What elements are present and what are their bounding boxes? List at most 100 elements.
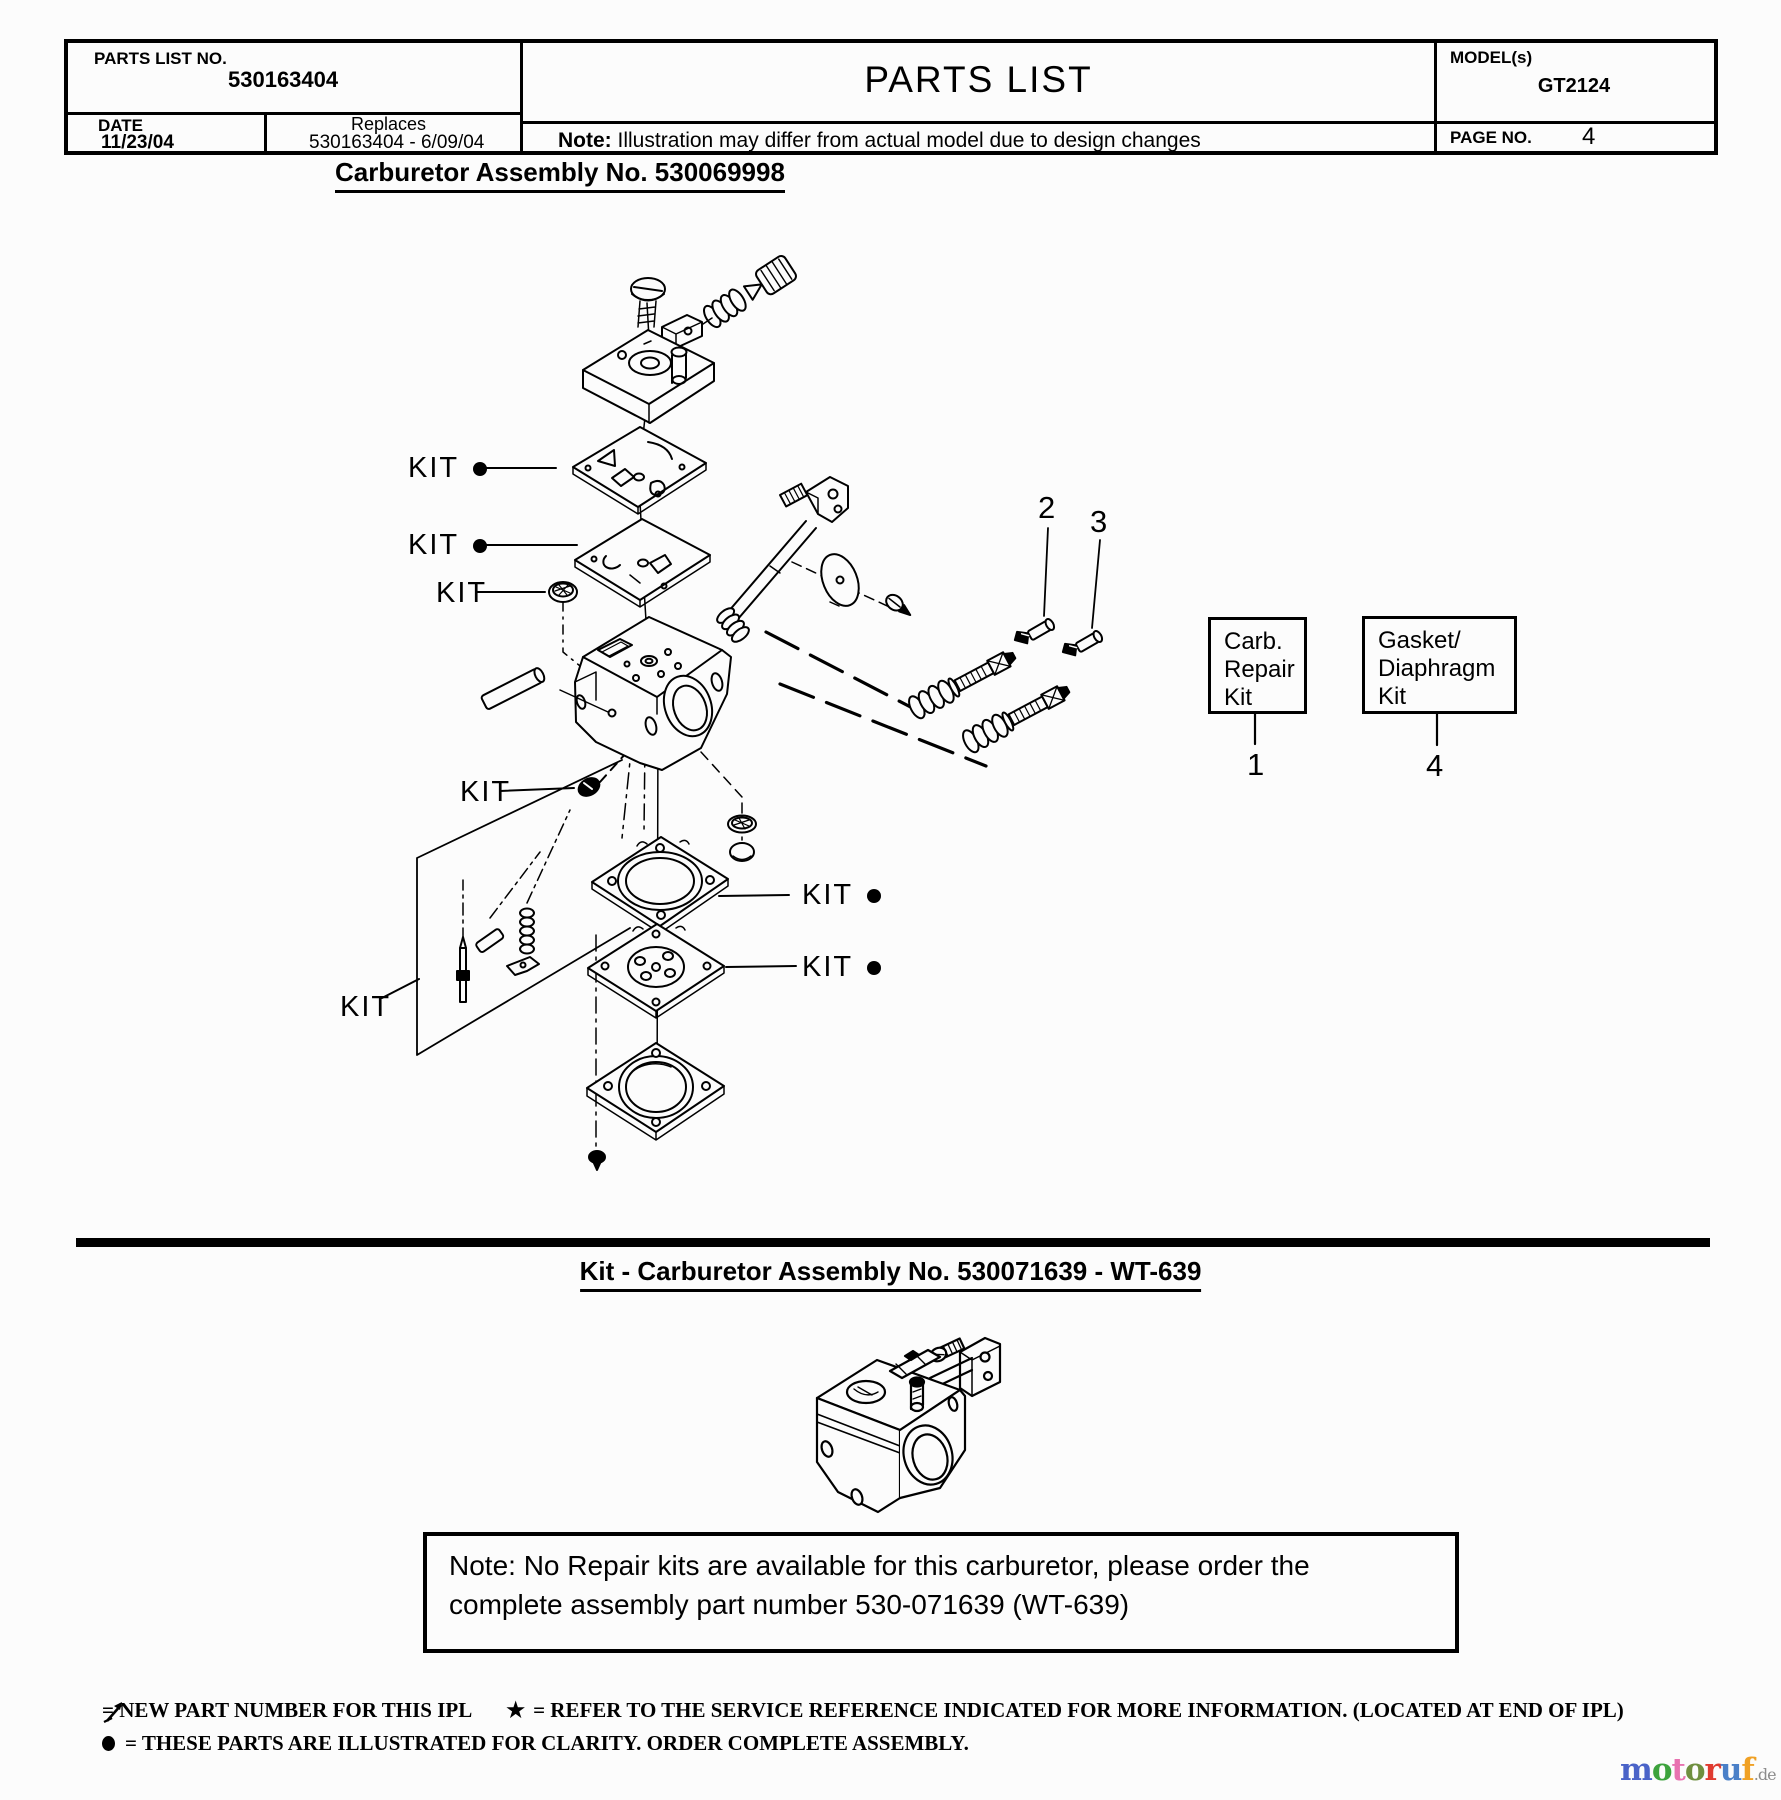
bullet-dot-icon bbox=[867, 889, 882, 903]
carburetor-exploded-diagram bbox=[381, 255, 1439, 1171]
section1-title: Carburetor Assembly No. 530069998 bbox=[335, 157, 785, 193]
watermark-letter: o bbox=[1684, 1752, 1706, 1788]
watermark-letter: u bbox=[1719, 1752, 1743, 1788]
replaces-label: Replaces bbox=[351, 114, 427, 134]
header-note: Note: Illustration may differ from actua… bbox=[558, 129, 1201, 153]
adjust-screw-1 bbox=[908, 651, 1017, 720]
gasket-kit-line1: Gasket/ bbox=[1378, 627, 1461, 654]
legend-new-part-text: = NEW PART NUMBER FOR THIS IPL bbox=[102, 1698, 473, 1722]
assembled-carburetor-illustration bbox=[815, 1336, 1002, 1514]
page-no-value: 4 bbox=[1582, 123, 1596, 150]
nozzle-part-2 bbox=[1013, 618, 1056, 645]
kit-label-7: KIT bbox=[802, 951, 882, 984]
leader-right-2 bbox=[778, 682, 988, 768]
adjust-screw-2 bbox=[962, 685, 1071, 754]
bottom-screw bbox=[588, 1150, 606, 1171]
section-divider-rule bbox=[76, 1238, 1710, 1247]
gasket-diaphragm-kit-box: Gasket/ Diaphragm Kit bbox=[1362, 616, 1517, 714]
diaphragm-plate bbox=[591, 836, 729, 934]
page-title: PARTS LIST bbox=[864, 59, 1093, 100]
watermark-letter: r bbox=[1704, 1752, 1721, 1788]
callout-1: 1 bbox=[1247, 747, 1265, 782]
kit-text: KIT bbox=[408, 529, 460, 561]
nozzle-part-3 bbox=[1061, 630, 1104, 657]
wedge-panel bbox=[416, 759, 631, 1056]
legend-line-1: = NEW PART NUMBER FOR THIS IPL ★ = REFER… bbox=[102, 1698, 1624, 1723]
pump-cover bbox=[582, 329, 715, 424]
carburetor-body bbox=[574, 616, 732, 771]
leader-welch-plug bbox=[599, 741, 637, 783]
bullet-dot-icon bbox=[867, 961, 882, 975]
legend-line-2: = THESE PARTS ARE ILLUSTRATED FOR CLARIT… bbox=[102, 1731, 969, 1756]
models-label: MODEL(s) bbox=[1450, 48, 1533, 67]
kit-text: KIT bbox=[460, 776, 512, 808]
header-divider-h-left bbox=[68, 112, 523, 115]
header-table: PARTS LIST NO. 530163404 DATE 11/23/04 R… bbox=[64, 39, 1718, 155]
model-value: GT2124 bbox=[1537, 75, 1611, 97]
kit-text: KIT bbox=[802, 951, 854, 983]
legend-clarity-text: = THESE PARTS ARE ILLUSTRATED FOR CLARIT… bbox=[125, 1731, 969, 1755]
replaces-value: 530163404 - 6/09/04 bbox=[309, 132, 485, 153]
parts-list-no-value: 530163404 bbox=[228, 67, 339, 92]
kit-text: KIT bbox=[340, 991, 392, 1023]
note-box-line1: Note: No Repair kits are available for t… bbox=[449, 1550, 1310, 1581]
date-label: DATE bbox=[98, 116, 144, 135]
metering-plate bbox=[572, 426, 707, 515]
callout-2: 2 bbox=[1038, 490, 1056, 525]
kit-label-2: KIT bbox=[408, 529, 488, 562]
gasket-kit-line2: Diaphragm bbox=[1378, 655, 1496, 682]
watermark-letter: t bbox=[1671, 1752, 1686, 1788]
kit-text: KIT bbox=[802, 879, 854, 911]
watermark-letter: m bbox=[1620, 1752, 1653, 1788]
bullet-dot-icon bbox=[473, 539, 488, 553]
page-no-label: PAGE NO. bbox=[1450, 128, 1532, 147]
carb-repair-kit-box: Carb. Repair Kit bbox=[1208, 617, 1307, 714]
pump-gasket bbox=[587, 923, 725, 1019]
gasket-kit-line3: Kit bbox=[1378, 683, 1407, 710]
watermark-letter: o bbox=[1651, 1752, 1673, 1788]
callout-3: 3 bbox=[1090, 504, 1108, 539]
note-box: Note: No Repair kits are available for t… bbox=[423, 1532, 1459, 1653]
header-divider-date bbox=[264, 112, 267, 151]
date-value: 11/23/04 bbox=[101, 132, 174, 153]
kit-label-5: KIT bbox=[340, 991, 391, 1024]
throttle-assembly bbox=[716, 476, 912, 643]
disc-screw bbox=[885, 593, 912, 617]
screen-and-plug bbox=[727, 814, 757, 862]
top-screw bbox=[630, 277, 666, 328]
header-divider-v2 bbox=[1434, 43, 1437, 151]
note-box-line2: complete assembly part number 530-071639… bbox=[449, 1589, 1130, 1620]
metering-gasket bbox=[574, 518, 711, 608]
welch-plug bbox=[577, 777, 601, 797]
kit-label-1: KIT bbox=[408, 452, 488, 485]
inlet-needle-cluster bbox=[456, 907, 540, 1003]
header-divider-v1 bbox=[520, 43, 523, 151]
bottom-cover bbox=[586, 1042, 725, 1141]
kit-label-3: KIT bbox=[436, 577, 487, 610]
leader-right-1 bbox=[764, 630, 926, 716]
swivel-block bbox=[661, 314, 703, 349]
carb-repair-kit-line1: Carb. bbox=[1224, 628, 1283, 655]
pin-leader bbox=[559, 689, 609, 713]
legend-service-ref-text: = REFER TO THE SERVICE REFERENCE INDICAT… bbox=[533, 1698, 1624, 1722]
dowel-pin bbox=[480, 667, 546, 710]
header-note-label: Note: bbox=[558, 129, 612, 152]
new-part-icon bbox=[103, 1701, 122, 1723]
section2-title: Kit - Carburetor Assembly No. 530071639 … bbox=[579, 1256, 1202, 1292]
cluster-dash-leaders bbox=[462, 809, 571, 941]
parts-list-no-label: PARTS LIST NO. bbox=[94, 49, 227, 68]
header-divider-h-mid bbox=[520, 121, 1714, 124]
watermark-letter: f bbox=[1741, 1752, 1754, 1788]
kitbox-stems bbox=[1253, 706, 1439, 747]
carb-repair-kit-line3: Kit bbox=[1224, 684, 1253, 711]
watermark-logo: motoruf.de bbox=[1620, 1752, 1777, 1788]
callout-stems-2-3 bbox=[1043, 527, 1101, 629]
bullet-dot-icon bbox=[473, 462, 488, 476]
header-note-text: Illustration may differ from actual mode… bbox=[617, 129, 1201, 152]
carb-repair-kit-line2: Repair bbox=[1224, 656, 1295, 683]
callout-4: 4 bbox=[1426, 748, 1444, 783]
kit-label-4: KIT bbox=[460, 776, 511, 809]
star-icon: ★ bbox=[506, 1698, 526, 1722]
kit-text: KIT bbox=[436, 577, 488, 609]
